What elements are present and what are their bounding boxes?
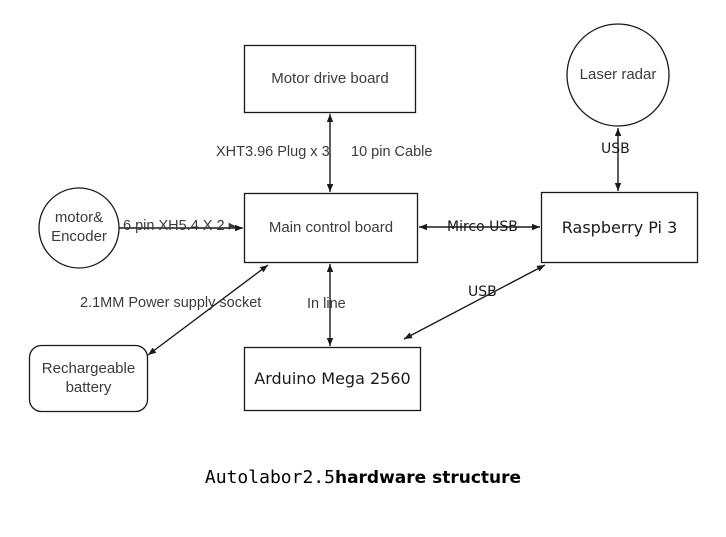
edge-arduino-to-pi [403,264,546,340]
node-shape-rechargeable-battery [28,344,149,413]
node-shape-arduino-mega-2560 [243,346,422,412]
node-shape-main-control-board [243,192,419,264]
edge-battery-to-main [147,264,269,356]
node-shape-motor-drive-board [243,44,417,114]
node-shape-motor-encoder [38,187,120,269]
node-shape-raspberry-pi-3 [540,191,699,264]
node-shape-laser-radar [566,23,670,127]
figure-title: Autolabor2.5hardware structure [0,467,726,488]
figure-title-primary: Autolabor2.5 [204,467,335,488]
figure-title-secondary: hardware structure [334,468,522,488]
